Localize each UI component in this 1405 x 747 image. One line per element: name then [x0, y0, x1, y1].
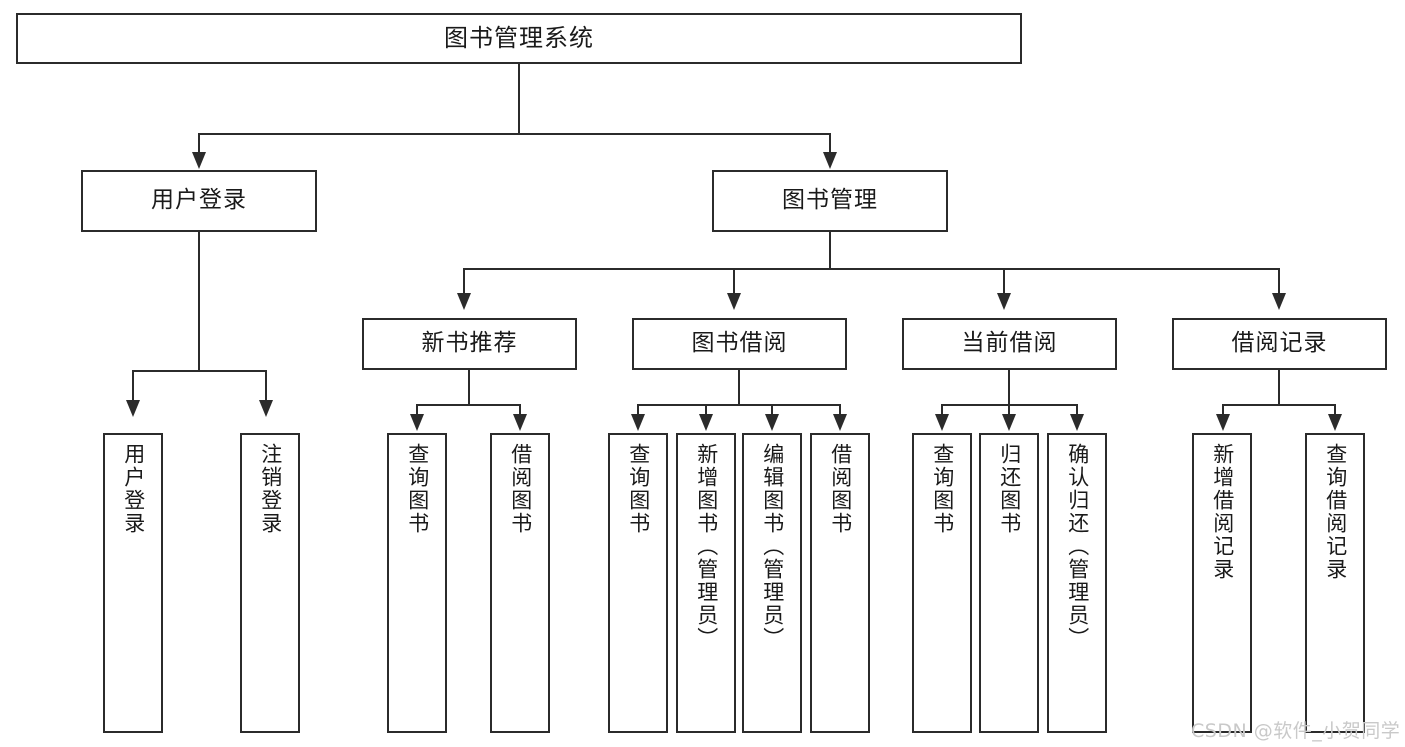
node-label: 注销登录	[258, 443, 283, 535]
connector-new-book-stem	[468, 370, 470, 406]
connector-level3-drop-1	[463, 268, 465, 296]
arrow-to-leaf-query-book-3	[935, 414, 949, 431]
node-leaf-add-record[interactable]: 新增借阅记录	[1192, 433, 1252, 733]
node-label: 查询借阅记录	[1323, 443, 1348, 581]
arrow-to-leaf-logout-login	[259, 400, 273, 417]
connector-new-book-drop-2	[519, 404, 521, 418]
connector-borrow-record-drop-1	[1222, 404, 1224, 418]
node-label: 图书管理	[782, 187, 878, 214]
node-label: 借阅图书	[828, 443, 853, 535]
node-label: 查询图书	[405, 443, 430, 535]
arrow-to-borrow-record	[1272, 293, 1286, 310]
node-leaf-user-login[interactable]: 用户登录	[103, 433, 163, 733]
arrow-to-leaf-borrow-book-1	[513, 414, 527, 431]
connector-level3-drop-3	[1003, 268, 1005, 296]
arrow-to-leaf-query-book-1	[410, 414, 424, 431]
arrow-to-book-manage	[823, 152, 837, 169]
connector-user-login-stem	[198, 232, 200, 371]
connector-level2-bus	[198, 133, 831, 135]
node-book-borrow[interactable]: 图书借阅	[632, 318, 847, 370]
arrow-to-book-borrow	[727, 293, 741, 310]
node-label: 确认归还（管理员）	[1065, 443, 1090, 650]
connector-current-borrow-drop-3	[1076, 404, 1078, 418]
arrow-to-leaf-query-book-2	[631, 414, 645, 431]
node-label: 查询图书	[930, 443, 955, 535]
node-label: 当前借阅	[961, 330, 1058, 357]
arrow-to-leaf-user-login	[126, 400, 140, 417]
node-leaf-return-book[interactable]: 归还图书	[979, 433, 1039, 733]
connector-level3-drop-2	[733, 268, 735, 296]
arrow-to-leaf-confirm-return	[1070, 414, 1084, 431]
node-leaf-query-book-1[interactable]: 查询图书	[387, 433, 447, 733]
connector-new-book-bus	[416, 404, 521, 406]
connector-book-borrow-drop-1	[637, 404, 639, 418]
connector-root-stem	[518, 64, 520, 134]
node-label: 用户登录	[121, 443, 146, 535]
node-leaf-edit-book[interactable]: 编辑图书（管理员）	[742, 433, 802, 733]
node-label: 新书推荐	[421, 330, 518, 357]
node-current-borrow[interactable]: 当前借阅	[902, 318, 1117, 370]
node-leaf-query-book-2[interactable]: 查询图书	[608, 433, 668, 733]
node-leaf-borrow-book-2[interactable]: 借阅图书	[810, 433, 870, 733]
node-book-management[interactable]: 图书管理	[712, 170, 948, 232]
connector-book-borrow-drop-4	[839, 404, 841, 418]
arrow-to-user-login	[192, 152, 206, 169]
connector-current-borrow-stem	[1008, 370, 1010, 406]
connector-user-login-bus	[132, 370, 267, 372]
connector-book-borrow-stem	[738, 370, 740, 406]
arrow-to-leaf-add-record	[1216, 414, 1230, 431]
node-leaf-logout-login[interactable]: 注销登录	[240, 433, 300, 733]
node-borrow-record[interactable]: 借阅记录	[1172, 318, 1387, 370]
node-label: 归还图书	[997, 443, 1022, 535]
connector-user-login-drop-2	[265, 370, 267, 403]
connector-borrow-record-drop-2	[1334, 404, 1336, 418]
node-label: 图书借阅	[691, 330, 788, 357]
connector-current-borrow-drop-2	[1008, 404, 1010, 418]
connector-book-borrow-drop-2	[705, 404, 707, 418]
connector-book-borrow-drop-3	[771, 404, 773, 418]
connector-level2-drop-right	[829, 133, 831, 155]
node-leaf-query-record[interactable]: 查询借阅记录	[1305, 433, 1365, 733]
node-label: 编辑图书（管理员）	[760, 443, 785, 650]
node-label: 借阅图书	[508, 443, 533, 535]
node-label: 借阅记录	[1231, 330, 1328, 357]
connector-book-manage-stem	[829, 232, 831, 270]
node-root-book-management-system[interactable]: 图书管理系统	[16, 13, 1022, 64]
node-label: 新增图书（管理员）	[694, 443, 719, 650]
connector-current-borrow-drop-1	[941, 404, 943, 418]
arrow-to-leaf-edit-book	[765, 414, 779, 431]
arrow-to-leaf-return-book	[1002, 414, 1016, 431]
arrow-to-leaf-query-record	[1328, 414, 1342, 431]
connector-level3-drop-4	[1278, 268, 1280, 296]
arrow-to-leaf-add-book	[699, 414, 713, 431]
node-label: 用户登录	[151, 187, 247, 214]
node-label: 查询图书	[626, 443, 651, 535]
connector-borrow-record-stem	[1278, 370, 1280, 406]
arrow-to-new-book-recommend	[457, 293, 471, 310]
connector-book-borrow-bus	[637, 404, 841, 406]
connector-user-login-drop-1	[132, 370, 134, 403]
node-leaf-query-book-3[interactable]: 查询图书	[912, 433, 972, 733]
node-label: 新增借阅记录	[1210, 443, 1235, 581]
node-leaf-add-book[interactable]: 新增图书（管理员）	[676, 433, 736, 733]
connector-new-book-drop-1	[416, 404, 418, 418]
node-new-book-recommend[interactable]: 新书推荐	[362, 318, 577, 370]
node-leaf-confirm-return[interactable]: 确认归还（管理员）	[1047, 433, 1107, 733]
node-label: 图书管理系统	[444, 24, 594, 53]
node-user-login[interactable]: 用户登录	[81, 170, 317, 232]
arrow-to-current-borrow	[997, 293, 1011, 310]
connector-borrow-record-bus	[1222, 404, 1336, 406]
connector-level3-bus	[463, 268, 1280, 270]
connector-level2-drop-left	[198, 133, 200, 155]
node-leaf-borrow-book-1[interactable]: 借阅图书	[490, 433, 550, 733]
arrow-to-leaf-borrow-book-2	[833, 414, 847, 431]
